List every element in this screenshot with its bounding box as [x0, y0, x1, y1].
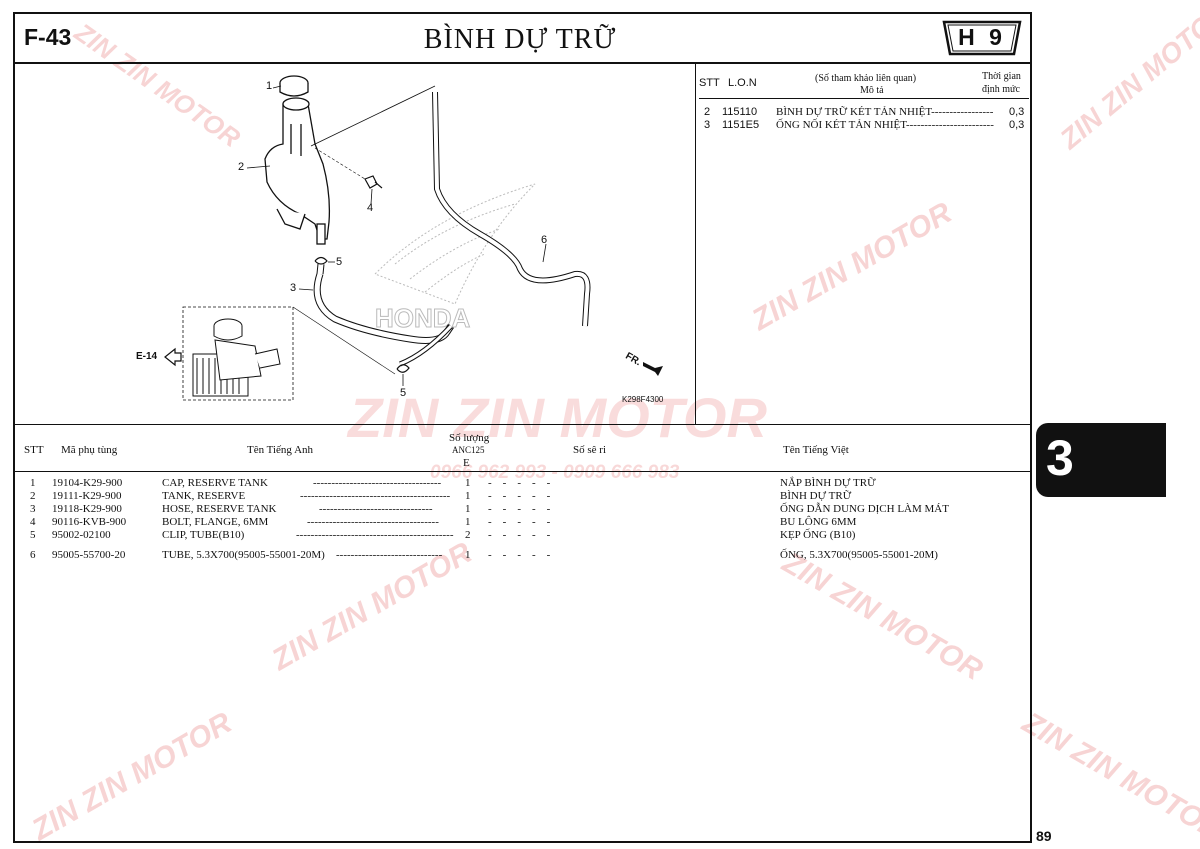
page-title: BÌNH DỰ TRỮ: [423, 24, 617, 55]
row-dashes: -------------------------------: [319, 503, 433, 515]
row-part-no: 19118-K29-900: [52, 503, 122, 515]
upper-row-desc: BÌNH DỰ TRỮ KÉT TẢN NHIỆT---------------…: [776, 106, 994, 118]
section-tab: 3: [1036, 423, 1166, 497]
parts-serial-header: Số sê ri: [573, 444, 606, 456]
row-serial-cols: - - - - -: [488, 549, 551, 561]
row-part-no: 90116-KVB-900: [52, 516, 127, 528]
callout-1: 1: [266, 80, 273, 92]
page-number: 89: [1036, 828, 1052, 844]
upper-row-stt: 2: [704, 106, 711, 118]
parts-variant-header: E: [463, 457, 470, 469]
row-name-en: HOSE, RESERVE TANK: [162, 503, 277, 515]
parts-qty-header: Số lượng: [449, 432, 490, 444]
parts-partno-header: Mã phụ tùng: [61, 444, 118, 456]
row-part-no: 19111-K29-900: [52, 490, 122, 502]
row-name-en: CLIP, TUBE(B10): [162, 529, 245, 541]
row-qty: 1: [465, 503, 471, 515]
table-top-divider: [13, 424, 1032, 425]
row-stt: 6: [30, 549, 36, 561]
parts-name-vi-header: Tên Tiếng Việt: [783, 444, 849, 456]
row-dashes: ----------------------------------------…: [296, 529, 454, 541]
page-code: H 9: [958, 24, 1006, 50]
table-header-divider: [13, 471, 1032, 472]
row-dashes: ----------------------------------------…: [300, 490, 451, 502]
row-qty: 1: [465, 516, 471, 528]
upper-row-desc: ỐNG NỐI KÉT TẢN NHIỆT-------------------…: [776, 119, 994, 131]
row-qty: 1: [465, 490, 471, 502]
row-name-en: CAP, RESERVE TANK: [162, 477, 268, 489]
row-name-vi: KẸP ỐNG (B10): [780, 529, 856, 541]
e14-reference: E-14: [136, 351, 158, 362]
row-part-no: 95005-55700-20: [52, 549, 126, 561]
row-serial-cols: - - - - -: [488, 490, 551, 502]
row-name-en: TANK, RESERVE: [162, 490, 246, 502]
honda-text-logo: HONDA: [375, 303, 471, 333]
parts-stt-header: STT: [24, 444, 44, 456]
front-direction-arrow-icon: [643, 362, 663, 376]
figure-code: F-43: [24, 24, 72, 50]
row-qty: 1: [465, 549, 471, 561]
upper-row-time: 0,3: [1009, 119, 1025, 131]
row-serial-cols: - - - - -: [488, 503, 551, 515]
page-code-badge: H 9: [942, 20, 1022, 56]
row-name-en: BOLT, FLANGE, 6MM: [162, 516, 269, 528]
row-qty: 1: [465, 477, 471, 489]
row-name-vi: ỐNG, 5.3X700(95005-55001-20M): [780, 549, 938, 561]
e14-arrow-icon: [164, 347, 182, 367]
tube-clip: [314, 256, 410, 373]
section-number: 3: [1046, 430, 1074, 486]
callout-3: 3: [290, 282, 297, 294]
upper-ref-header: (Số tham khảo liên quan): [815, 73, 917, 84]
parts-diagram: HONDA: [15, 64, 695, 429]
row-name-en: TUBE, 5.3X700(95005-55001-20M): [162, 549, 325, 561]
honda-wing-logo: [374, 183, 536, 305]
watermark-brand-diag: ZIN ZIN MOTOR: [1054, 0, 1200, 155]
callout-5: 5: [336, 256, 343, 268]
flange-bolt: [364, 175, 383, 189]
upper-lon-header: L.O.N: [728, 77, 757, 89]
header-divider: [13, 62, 1032, 64]
row-serial-cols: - - - - -: [488, 529, 551, 541]
row-name-vi: BU LÔNG 6MM: [780, 516, 857, 528]
row-serial-cols: - - - - -: [488, 516, 551, 528]
row-dashes: -----------------------------: [336, 549, 443, 561]
row-stt: 3: [30, 503, 36, 515]
row-stt: 1: [30, 477, 36, 489]
row-name-vi: BÌNH DỰ TRỮ: [780, 490, 852, 502]
row-part-no: 95002-02100: [52, 529, 111, 541]
reserve-tank: [264, 97, 331, 245]
parts-name-en-header: Tên Tiếng Anh: [247, 444, 314, 456]
diagram-table-divider: [695, 64, 696, 424]
upper-time-unit-header: định mức: [982, 84, 1020, 95]
upper-table-rule: [699, 98, 1029, 99]
row-serial-cols: - - - - -: [488, 477, 551, 489]
callout-2: 2: [238, 161, 245, 173]
row-stt: 2: [30, 490, 36, 502]
row-dashes: -----------------------------------: [313, 477, 442, 489]
upper-time-header: Thời gian: [982, 71, 1021, 82]
watermark-brand-diag: ZIN ZIN MOTOR: [1017, 706, 1200, 847]
upper-row-stt: 3: [704, 119, 711, 131]
callout-4: 4: [367, 202, 374, 214]
drawing-code: K298F4300: [622, 395, 664, 404]
parts-model-header: ANC125: [452, 445, 485, 455]
row-dashes: ------------------------------------: [307, 516, 439, 528]
upper-stt-header: STT: [699, 77, 720, 89]
row-stt: 4: [30, 516, 36, 528]
callout-5b: 5: [400, 387, 407, 399]
row-stt: 5: [30, 529, 36, 541]
row-qty: 2: [465, 529, 471, 541]
row-part-no: 19104-K29-900: [52, 477, 123, 489]
upper-row-lon: 1151E5: [722, 119, 760, 131]
upper-desc-header: Mô tả: [860, 85, 884, 96]
row-name-vi: NẮP BÌNH DỰ TRỮ: [780, 477, 876, 489]
reserve-tank-cap: [279, 75, 309, 97]
callout-6: 6: [541, 234, 548, 246]
exploded-view-drawing: HONDA: [164, 75, 663, 401]
radiator-inset-drawing: [192, 318, 281, 397]
upper-row-time: 0,3: [1009, 106, 1025, 118]
upper-row-lon: 115110: [722, 106, 758, 118]
row-name-vi: ỐNG DẪN DUNG DỊCH LÀM MÁT: [780, 503, 949, 515]
page-frame: [13, 12, 1032, 843]
